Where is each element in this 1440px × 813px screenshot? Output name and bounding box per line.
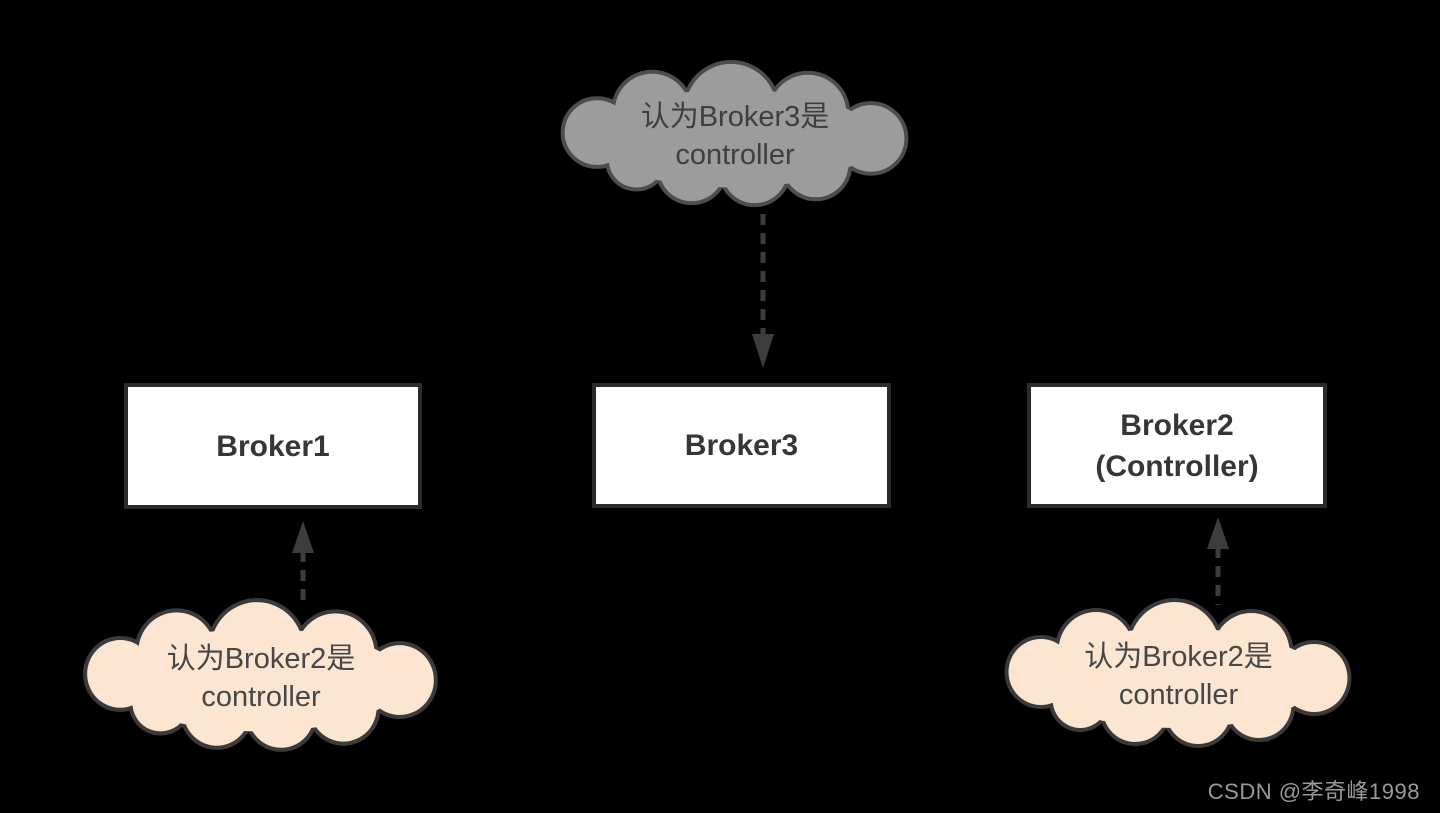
broker2-label: Broker2	[1120, 408, 1234, 442]
belief-cloud-broker3: 认为Broker3是 controller	[538, 60, 932, 212]
belief-cloud-broker2-text: 认为Broker2是 controller	[982, 598, 1375, 753]
belief-line-1: 认为Broker2是	[166, 642, 356, 675]
belief-cloud-broker2: 认为Broker2是 controller	[982, 598, 1375, 753]
belief-line-2: controller	[675, 139, 795, 171]
belief-cloud-broker3-text: 认为Broker3是 controller	[538, 60, 932, 212]
broker3-label: Broker3	[684, 429, 799, 462]
dashed-arrow-up-to-broker1	[292, 521, 314, 601]
broker3-box: Broker3	[592, 383, 891, 508]
csdn-watermark: CSDN @李奇峰1998	[1207, 779, 1420, 804]
broker2-box: Broker2 (Controller)	[1027, 383, 1327, 508]
dashed-arrow-down-to-broker3	[752, 214, 774, 368]
belief-cloud-broker1: 认为Broker2是 controller	[60, 598, 462, 757]
broker1-label: Broker1	[216, 429, 330, 463]
broker1-box: Broker1	[124, 383, 422, 509]
dashed-arrow-up-to-broker2	[1207, 517, 1229, 605]
belief-line-2: controller	[1118, 678, 1239, 711]
belief-line-1: 认为Broker3是	[640, 101, 830, 133]
broker2-sublabel: (Controller)	[1095, 449, 1259, 483]
belief-line-2: controller	[201, 680, 321, 713]
belief-line-1: 认为Broker2是	[1084, 640, 1273, 673]
belief-cloud-broker1-text: 认为Broker2是 controller	[60, 598, 462, 757]
